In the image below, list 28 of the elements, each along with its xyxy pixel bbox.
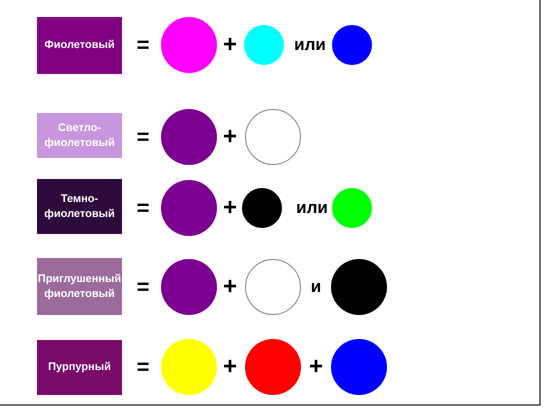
color-name: Пурпурный bbox=[48, 360, 111, 375]
color-circle bbox=[332, 25, 372, 65]
color-name-box bbox=[37, 179, 122, 234]
color-name-box bbox=[37, 113, 122, 158]
operator-sign: + bbox=[223, 273, 237, 301]
operator-sign: или bbox=[296, 198, 328, 218]
color-name-box bbox=[37, 17, 122, 74]
color-name-box bbox=[37, 258, 122, 315]
color-name: Фиолетовый bbox=[44, 38, 115, 53]
color-name: Приглушенный фиолетовый bbox=[37, 272, 122, 302]
color-name-box bbox=[37, 340, 122, 395]
operator-sign: + bbox=[309, 353, 323, 381]
operator-sign: и bbox=[310, 277, 322, 297]
operator-sign: = bbox=[136, 32, 150, 58]
operator-sign: = bbox=[136, 354, 150, 380]
operator-sign: + bbox=[223, 353, 237, 381]
operator-sign: + bbox=[223, 31, 237, 59]
color-circle bbox=[242, 188, 282, 228]
operator-sign: + bbox=[223, 123, 237, 151]
operator-sign: = bbox=[136, 124, 150, 150]
color-name: Светло-фиолетовый bbox=[43, 120, 116, 150]
color-circle bbox=[244, 25, 284, 65]
color-name: Темно-фиолетовый bbox=[43, 192, 116, 222]
operator-sign: или bbox=[294, 35, 326, 55]
operator-sign: = bbox=[136, 195, 150, 221]
operator-sign: + bbox=[223, 194, 237, 222]
operator-sign: = bbox=[136, 274, 150, 300]
color-circle bbox=[332, 188, 372, 228]
